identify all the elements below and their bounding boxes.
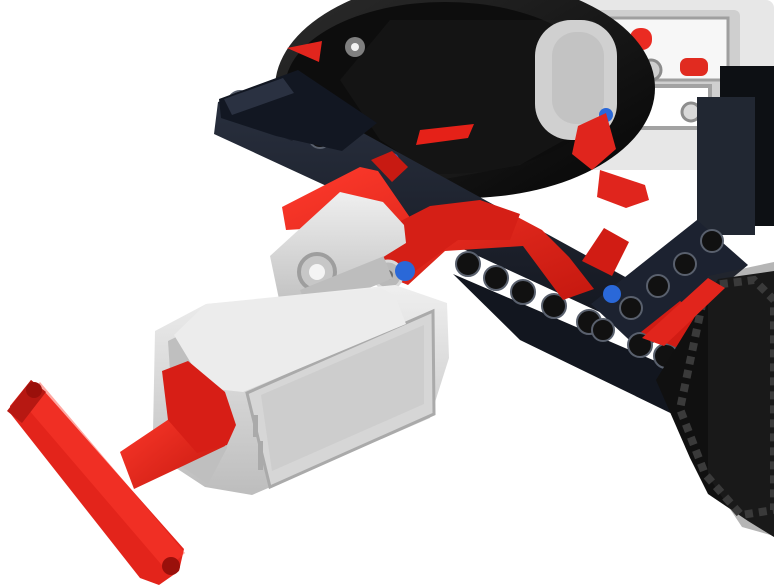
right-wheel: [642, 262, 774, 537]
red-t-handle: [7, 361, 236, 585]
left-black-beam: [219, 70, 377, 151]
